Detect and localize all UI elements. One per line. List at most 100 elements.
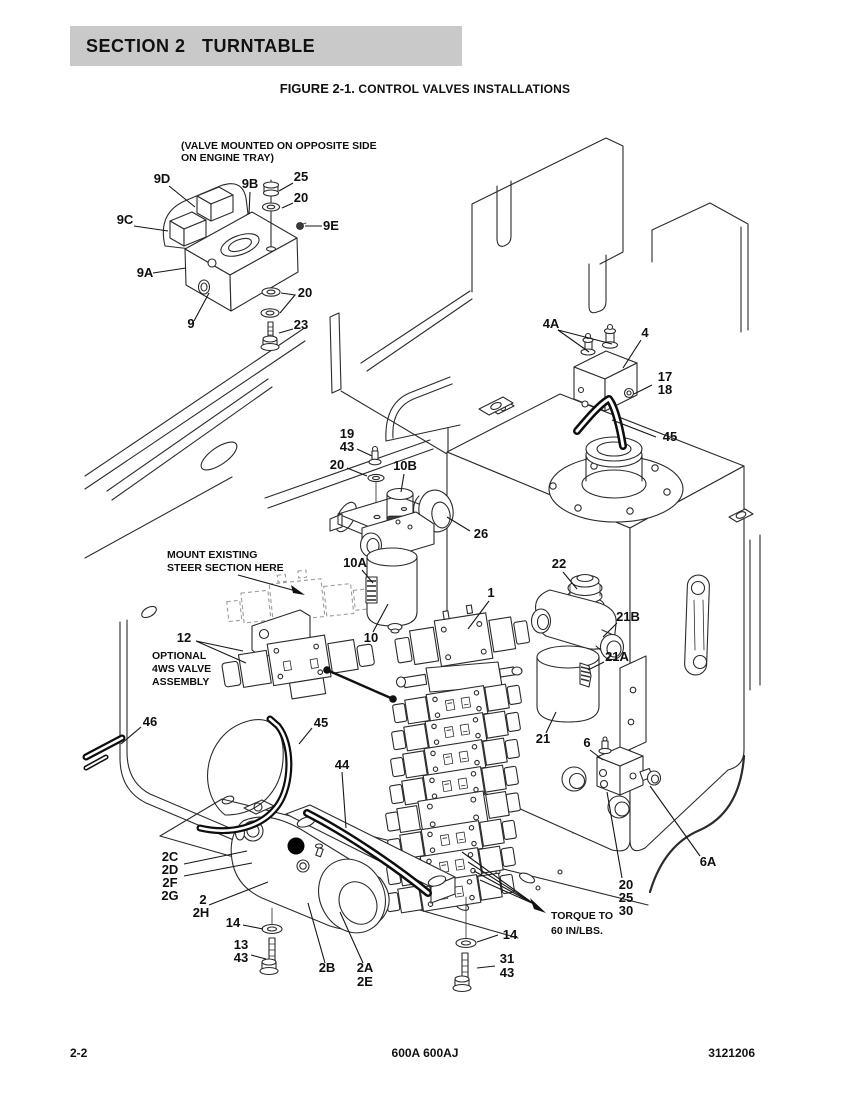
callout-2h: 2H	[193, 905, 210, 920]
note-valve-mount-2: ON ENGINE TRAY)	[181, 152, 274, 164]
callout-13: 13	[234, 937, 248, 952]
callout-4a: 4A	[543, 316, 560, 331]
note-optional-3: ASSEMBLY	[152, 676, 209, 688]
section-title: SECTION 2 TURNTABLE	[86, 35, 316, 56]
inlet-section	[395, 661, 523, 693]
figure-title: FIGURE 2-1. CONTROL VALVES INSTALLATIONS	[0, 80, 850, 98]
washer-14-right	[455, 896, 477, 949]
callout-21b: 21B	[616, 609, 640, 624]
callout-21: 21	[536, 731, 550, 746]
callout-43-left: 43	[234, 950, 248, 965]
valve-1	[394, 604, 531, 667]
filter-assembly-10	[329, 445, 454, 634]
callout-44: 44	[335, 757, 350, 772]
footer-page-number: 2-2	[70, 1046, 88, 1060]
callout-19: 19	[340, 426, 354, 441]
note-torque-1: TORQUE TO	[551, 910, 613, 922]
callout-10: 10	[364, 630, 378, 645]
port-21b	[595, 629, 625, 661]
bolt-23	[260, 321, 280, 352]
bolt-31-43	[452, 952, 472, 993]
hose-46	[82, 734, 126, 771]
callout-17: 17	[658, 369, 672, 384]
plain-section	[385, 790, 521, 834]
leader-lines	[120, 182, 701, 969]
callout-25: 25	[294, 169, 308, 184]
callout-14-right: 14	[503, 927, 518, 942]
bolt-13-43	[259, 937, 279, 976]
fitting-6a	[639, 767, 662, 786]
note-mount-steer-1: MOUNT EXISTING	[167, 549, 257, 561]
callout-9d: 9D	[154, 171, 171, 186]
washers-20-mid	[260, 287, 281, 318]
note-valve-mount-1: (VALVE MOUNTED ON OPPOSITE SIDE	[181, 140, 377, 152]
hydraulic-tank	[446, 393, 754, 852]
valve-12-4ws	[221, 609, 375, 700]
callout-2f: 2F	[162, 875, 177, 890]
engine-tray-frame	[84, 137, 761, 869]
callout-22: 22	[552, 556, 566, 571]
callout-2g: 2G	[161, 888, 178, 903]
hose-45-left	[196, 715, 293, 835]
valve-6	[596, 736, 662, 796]
callout-9e: 9E	[323, 218, 339, 233]
plug-dot	[287, 837, 305, 855]
callout-46: 46	[143, 714, 157, 729]
valve-9-assembly	[162, 179, 307, 352]
figure-caption: CONTROL VALVES INSTALLATIONS	[354, 82, 571, 96]
callout-21a: 21A	[605, 649, 629, 664]
callout-9: 9	[187, 316, 194, 331]
callout-20-mid: 20	[298, 285, 312, 300]
callout-2a: 2A	[357, 960, 374, 975]
hose-45-upper	[573, 395, 627, 450]
note-optional-2: 4WS VALVE	[152, 663, 211, 675]
knurl-10a	[365, 576, 378, 604]
coil-9c	[169, 211, 207, 247]
filter-bowl-10	[366, 547, 418, 634]
main-valve-bank	[384, 604, 531, 918]
callout-12: 12	[177, 630, 191, 645]
callout-26: 26	[474, 526, 488, 541]
footer-model: 600A 600AJ	[391, 1046, 459, 1060]
callout-2: 2	[199, 892, 206, 907]
mount-connector-line	[323, 666, 397, 703]
nut-25	[262, 181, 280, 197]
callout-2e: 2E	[357, 974, 373, 989]
callout-4: 4	[641, 325, 649, 340]
callout-45-left: 45	[314, 715, 328, 730]
note-torque-2: 60 IN/LBS.	[551, 925, 603, 937]
footer-document-number: 3121206	[708, 1046, 755, 1060]
callout-45-right: 45	[663, 429, 677, 444]
washer-20-top	[261, 202, 281, 212]
callout-20-top: 20	[294, 190, 308, 205]
callout-2c: 2C	[162, 849, 179, 864]
sight-gauge	[684, 574, 710, 676]
coil-9d	[196, 186, 234, 222]
figure-number: FIGURE 2-1.	[279, 81, 355, 96]
tab-21a	[579, 662, 592, 688]
callout-20-left: 20	[330, 457, 344, 472]
callout-43-top: 43	[340, 439, 354, 454]
callout-2d: 2D	[162, 862, 179, 877]
callout-30: 30	[619, 903, 633, 918]
valve-6-bracket	[619, 655, 647, 755]
callout-6a: 6A	[700, 854, 717, 869]
callout-25-bot: 25	[619, 890, 633, 905]
callout-labels: (VALVE MOUNTED ON OPPOSITE SIDE ON ENGIN…	[117, 140, 717, 989]
hose-44	[303, 809, 432, 897]
callout-10a: 10A	[343, 555, 367, 570]
callout-6: 6	[583, 735, 590, 750]
callout-9c: 9C	[117, 212, 134, 227]
callout-43-right: 43	[500, 965, 514, 980]
callout-20-bot: 20	[619, 877, 633, 892]
screw-9e	[296, 222, 307, 230]
callout-2b: 2B	[319, 960, 336, 975]
callout-23: 23	[294, 317, 308, 332]
note-mount-steer-2: STEER SECTION HERE	[167, 562, 284, 574]
callout-1: 1	[487, 585, 494, 600]
section-header: SECTION 2 TURNTABLE	[70, 26, 462, 66]
note-optional-1: OPTIONAL	[152, 650, 207, 662]
callout-14-left: 14	[226, 915, 241, 930]
callout-10b: 10B	[393, 458, 417, 473]
